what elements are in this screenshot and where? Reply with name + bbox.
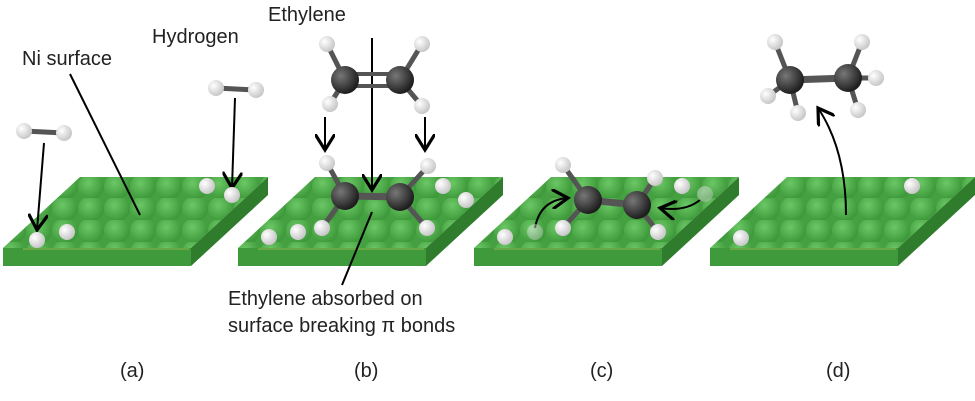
hydrogen-atom-icon <box>319 36 335 52</box>
hydrogen-atom-icon <box>760 88 776 104</box>
hydrogen-atom-icon <box>224 187 240 203</box>
hydrogen-atom-icon <box>647 170 663 186</box>
hydrogen-atom-icon <box>414 36 430 52</box>
carbon-atom-icon <box>386 66 414 94</box>
hydrogen-atom-icon <box>790 105 806 121</box>
carbon-atom-icon <box>574 186 602 214</box>
hydrogen-atom-icon <box>650 224 666 240</box>
hydrogen-atom-icon <box>414 98 430 114</box>
ni-surface-plate-d <box>710 177 975 266</box>
ni-surface-plate-b <box>238 177 503 266</box>
hydrogen-atom-icon <box>697 186 713 202</box>
hydrogen-atom-icon <box>199 178 215 194</box>
hydrogen-atom-icon <box>435 178 451 194</box>
hydrogen-atom-icon <box>419 220 435 236</box>
hydrogen-atom-icon <box>733 230 749 246</box>
ni-surface-pointer <box>69 73 141 216</box>
absorbed-pointer <box>341 211 373 286</box>
carbon-atom-icon <box>776 66 804 94</box>
ethylene-label: Ethylene <box>268 4 346 26</box>
hydrogen-atom-icon <box>904 178 920 194</box>
hydrogen-atom-icon <box>59 224 75 240</box>
carbon-atom-icon <box>386 183 414 211</box>
hydrogen-atom-icon <box>420 158 436 174</box>
hydrogen-atom-icon <box>674 178 690 194</box>
hydrogen-atom-icon <box>319 155 335 171</box>
caption-d: (d) <box>826 360 851 382</box>
hydrogen-atom-icon <box>527 224 543 240</box>
hydrogen-atom-icon <box>29 232 45 248</box>
hydrogen-label: Hydrogen <box>152 26 239 48</box>
hydrogen-atom-icon <box>555 220 571 236</box>
absorbed-label-line1: Ethylene absorbed on <box>228 288 423 310</box>
ni-surface-label: Ni surface <box>22 48 113 70</box>
hydrogen-atom-icon <box>56 125 72 141</box>
hydrogen-atom-icon <box>261 229 277 245</box>
carbon-atom-icon <box>834 64 862 92</box>
hydrogen-atom-icon <box>497 229 513 245</box>
hydrogen-atom-icon <box>850 102 866 118</box>
h2-arrow-right <box>232 97 235 188</box>
caption-b: (b) <box>354 360 379 382</box>
hydrogen-atom-icon <box>868 70 884 86</box>
hydrogen-atom-icon <box>314 220 330 236</box>
hydrogen-atom-icon <box>555 157 571 173</box>
hydrogen-atom-icon <box>208 80 224 96</box>
carbon-atom-icon <box>623 191 651 219</box>
hydrogen-atom-icon <box>767 34 783 50</box>
hydrogen-atom-icon <box>290 224 306 240</box>
h-migrate-arrow-left <box>534 198 568 229</box>
hydrogen-atom-icon <box>458 192 474 208</box>
h-migrate-arrow-right <box>660 200 701 209</box>
ethane-desorb-arrow <box>818 108 847 216</box>
hydrogen-atom-icon <box>854 34 870 50</box>
carbon-atom-icon <box>331 182 359 210</box>
absorbed-label-line2: surface breaking π bonds <box>228 315 456 337</box>
caption-a: (a) <box>120 360 145 382</box>
hydrogen-atom-icon <box>248 82 264 98</box>
caption-c: (c) <box>590 360 614 382</box>
carbon-atom-icon <box>331 66 359 94</box>
hydrogen-atom-icon <box>322 96 338 112</box>
h2-arrow-left <box>37 142 44 230</box>
hydrogen-atom-icon <box>16 123 32 139</box>
